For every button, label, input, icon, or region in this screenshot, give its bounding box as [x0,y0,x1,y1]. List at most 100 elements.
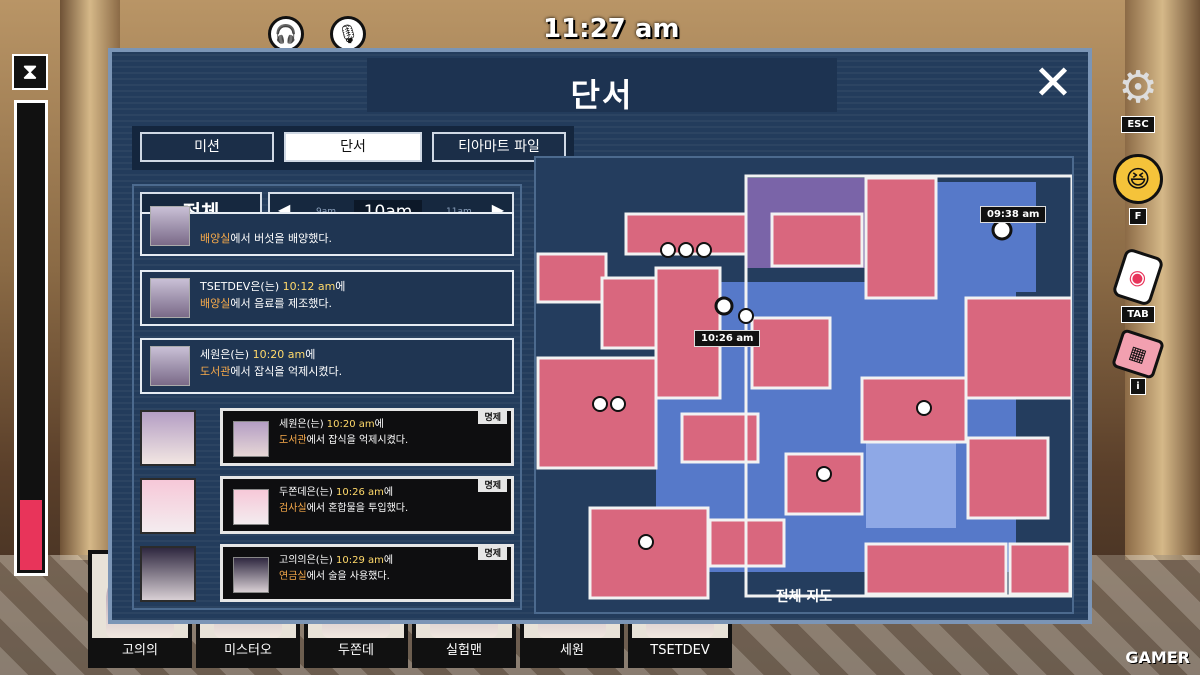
character-marker[interactable] [816,466,832,482]
clue-tag: 명제 [478,477,507,492]
clue-card: 명제 고의의은(는) 10:29 am에 연금실에서 술을 사용했다. [220,544,514,602]
map-room [784,452,864,516]
log-entry[interactable]: 세원은(는) 10:20 am에 도서관에서 잡식을 억제시켰다. [140,338,514,394]
map-label: 전체 지도 [775,589,833,605]
gear-icon: ⚙ [1118,61,1158,113]
log-actor: TSETDEV은(는) [200,280,280,293]
clue-card: 명제 두쫀데은(는) 10:26 am에 검사실에서 혼합물을 투입했다. [220,476,514,534]
log-place: 배양실 [200,297,231,310]
tab-clues[interactable]: 단서 [284,132,422,162]
headset-icon[interactable]: 🎧 [268,16,304,52]
clue-marker[interactable] [991,219,1013,241]
log-time: 10:20 am [252,348,306,361]
clue-tag: 명제 [478,545,507,560]
progress-meter [14,100,48,576]
map-outer-wall [744,174,1072,598]
watermark: GAMER [1125,648,1190,667]
character-marker[interactable] [696,242,712,258]
character-marker[interactable] [714,296,734,316]
character-name: TSETDEV [632,638,728,664]
tab-bar: 미션 단서 티아마트 파일 [132,126,574,170]
character-marker[interactable] [592,396,608,412]
log-action: 에서 버섯을 배양했다. [230,232,332,245]
clue-actor: 두쫀데은(는) [279,487,333,498]
map-panel: 09:38 am 10:26 am 전체 지도 [534,156,1074,614]
log-place: 도서관 [200,365,231,378]
map-room [1008,542,1072,596]
meter-fill [20,499,42,570]
emote-button[interactable]: 😆 F [1112,154,1164,225]
character-marker[interactable] [678,242,694,258]
clue-suffix: 에 [383,487,394,498]
log-time: 10:12 am [282,280,336,293]
map-room [588,506,710,600]
character-name: 실험맨 [416,638,512,664]
clue-entry[interactable]: 명제 고의의은(는) 10:29 am에 연금실에서 술을 사용했다. [140,544,514,604]
clue-entry[interactable]: 명제 세원은(는) 10:20 am에 도서관에서 잡식을 억제시켰다. [140,408,514,468]
microphone-icon[interactable]: 🎙 [330,16,366,52]
log-action: 에서 잡식을 억제시켰다. [230,365,343,378]
map-room [860,376,968,444]
phone-button[interactable]: ◉ TAB [1111,247,1165,323]
settings-key: ESC [1121,116,1155,133]
clue-portrait [140,410,196,466]
clue-card: 명제 세원은(는) 10:20 am에 도서관에서 잡식을 억제시켰다. [220,408,514,466]
info-key: i [1130,378,1146,395]
clue-portrait [140,546,196,602]
map-markers [592,219,1013,550]
map-time-badge: 10:26 am [694,330,761,347]
clue-mini-avatar [233,489,269,525]
modal-title-bar: 단서 [367,58,837,114]
info-button[interactable]: ▦ i [1110,328,1166,395]
clue-place: 연금실 [279,571,307,582]
map-room [750,316,832,390]
map-room [864,176,938,300]
clue-place: 검사실 [279,503,307,514]
clue-modal: 단서 ✕ 미션 단서 티아마트 파일 전체 ◀ 9am 10am 11am ▶ … [108,48,1092,624]
clue-log-panel: 전체 ◀ 9am 10am 11am ▶ 배양실에서 버섯을 배양했다. TSE… [132,184,522,610]
map-room [964,296,1072,400]
character-marker[interactable] [738,308,754,324]
log-entry[interactable]: 배양실에서 버섯을 배양했다. [140,206,514,256]
clue-time: 10:20 am [326,419,375,430]
character-name: 고의의 [92,638,188,664]
close-button[interactable]: ✕ [1030,59,1076,108]
close-icon: ✕ [1032,55,1074,111]
log-action: 에서 음료를 제조했다. [230,297,332,310]
character-marker[interactable] [916,400,932,416]
log-avatar [150,346,190,386]
modal-title: 단서 [570,76,634,114]
map-time-badge: 09:38 am [980,206,1047,223]
map-room [770,212,864,268]
character-marker[interactable] [610,396,626,412]
character-marker[interactable] [638,534,654,550]
clue-portrait [140,478,196,534]
map-room [966,436,1050,520]
map-room [864,542,1008,596]
facility-map[interactable] [536,158,1072,612]
emoji-icon: 😆 [1113,154,1163,204]
clue-time: 10:29 am [336,555,384,566]
character-name: 세원 [524,638,620,664]
log-list[interactable]: 배양실에서 버섯을 배양했다. TSETDEV은(는) 10:12 am에 배양… [140,206,514,608]
map-room [600,276,660,350]
id-card-icon: ▦ [1110,328,1166,380]
tab-mission[interactable]: 미션 [140,132,274,162]
character-name: 미스터오 [200,638,296,664]
clue-place: 도서관 [279,435,307,446]
map-corridor-ne [926,182,1036,292]
clue-entry[interactable]: 명제 두쫀데은(는) 10:26 am에 검사실에서 혼합물을 투입했다. [140,476,514,536]
map-corridor-light [866,428,956,528]
character-marker[interactable] [660,242,676,258]
emote-key: F [1128,208,1148,225]
phone-key: TAB [1121,306,1155,323]
log-entry[interactable]: TSETDEV은(는) 10:12 am에 배양실에서 음료를 제조했다. [140,270,514,326]
clue-mini-avatar [233,421,269,457]
hourglass-icon: ⧗ [12,54,48,90]
clue-tag: 명제 [478,409,507,424]
clue-action: 에서 술을 사용했다. [306,571,390,582]
settings-button[interactable]: ⚙ ESC [1112,62,1164,133]
clue-time: 10:26 am [336,487,384,498]
phone-icon: ◉ [1111,247,1165,307]
log-actor: 세원은(는) [200,348,250,361]
